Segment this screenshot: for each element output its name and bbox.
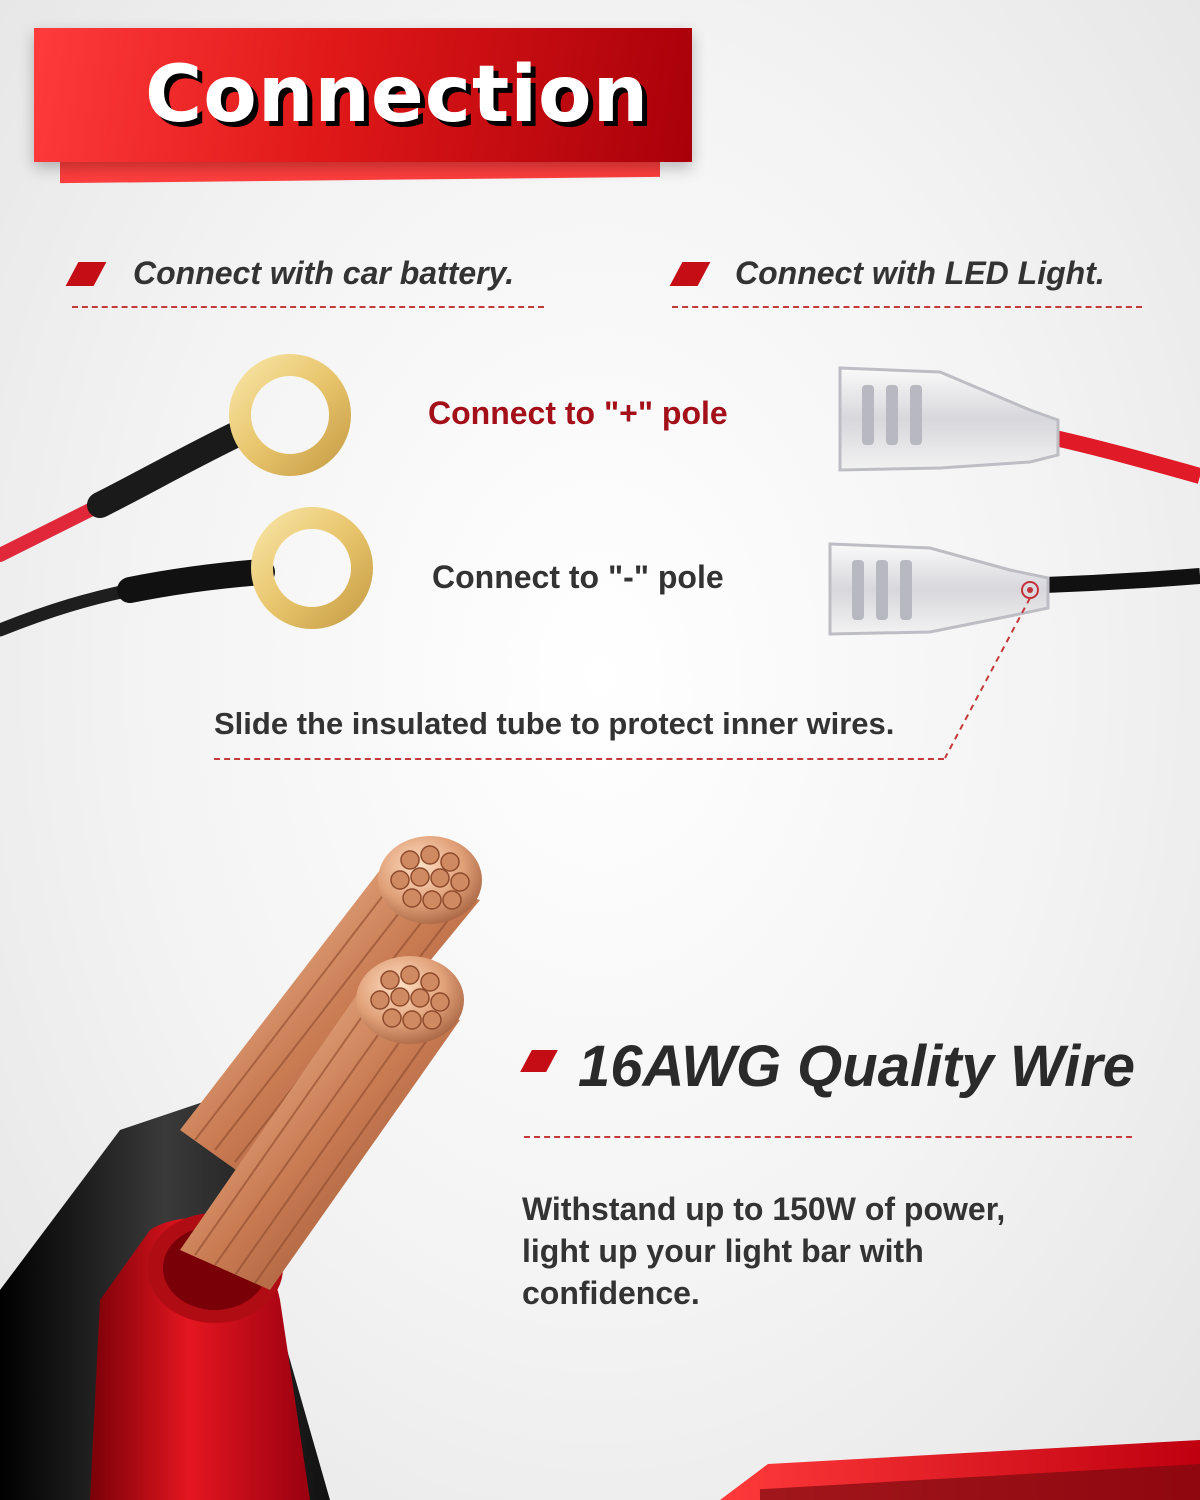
page-title: Connection [145,50,650,140]
positive-spade-connector-icon [838,366,1200,484]
negative-spade-connector-icon [828,542,1200,636]
feature-desc-line-2: light up your light bar with [522,1233,924,1269]
negative-pole-label: Connect to "-" pole [432,559,724,595]
right-section-heading: Connect with LED Light. [735,255,1105,291]
feature-desc-line-3: confidence. [522,1275,700,1311]
negative-ring-terminal-icon [0,507,373,637]
feature-divider [524,1136,1132,1138]
title-banner [34,28,692,162]
note-leader-line [944,597,1031,759]
right-section-divider [672,306,1142,308]
feature-description: Withstand up to 150W of power, light up … [522,1188,1082,1314]
feature-desc-line-1: Withstand up to 150W of power, [522,1191,1006,1227]
left-section-divider [72,306,544,308]
left-section-heading: Connect with car battery. [133,255,515,291]
note-divider [214,758,944,760]
feature-title: 16AWG Quality Wire [578,1034,1136,1099]
positive-pole-label: Connect to "+" pole [428,395,728,431]
insulated-tube-note: Slide the insulated tube to protect inne… [214,706,895,741]
positive-ring-terminal-icon [0,354,351,562]
copper-wire-icon [0,836,482,1500]
